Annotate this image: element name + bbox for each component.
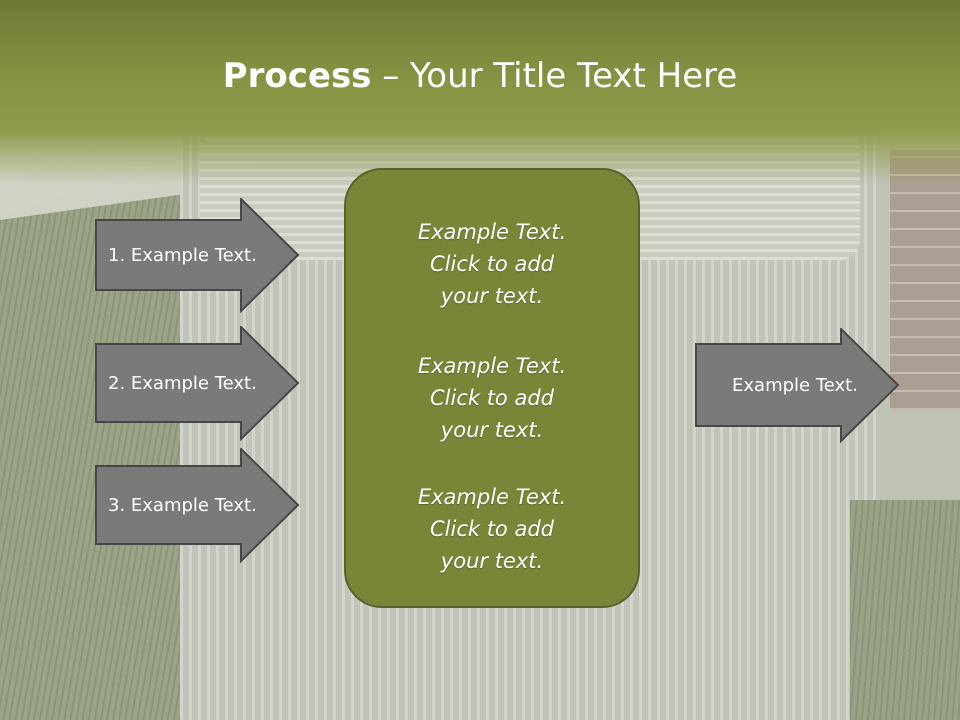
arrow-label: 3. Example Text.	[108, 495, 257, 516]
arrow-label: Example Text.	[732, 375, 858, 396]
title-band	[0, 0, 960, 185]
text-block-3: Example Text. Click to add your text.	[346, 481, 638, 577]
grass-right	[850, 500, 960, 720]
text-line: Example Text.	[417, 354, 567, 378]
text-line: Click to add	[429, 386, 554, 410]
process-arrow-1[interactable]: 1. Example Text.	[95, 198, 300, 313]
result-arrow[interactable]: Example Text.	[695, 328, 900, 443]
arrow-shape	[695, 328, 900, 443]
text-line: Click to add	[429, 517, 554, 541]
text-line: Click to add	[429, 252, 554, 276]
brick-wall	[890, 150, 960, 410]
text-block-1: Example Text. Click to add your text.	[346, 216, 638, 312]
text-block-2: Example Text. Click to add your text.	[346, 350, 638, 446]
text-line: Example Text.	[417, 485, 567, 509]
text-line: Example Text.	[417, 220, 567, 244]
arrow-label: 1. Example Text.	[108, 245, 257, 266]
center-text-box[interactable]: Example Text. Click to add your text. Ex…	[344, 168, 640, 608]
title-bold: Process	[222, 56, 372, 96]
slide-title[interactable]: Process – Your Title Text Here	[0, 54, 960, 98]
arrow-shape	[95, 326, 300, 441]
arrow-label: 2. Example Text.	[108, 373, 257, 394]
text-line: your text.	[440, 549, 544, 573]
arrow-shape	[95, 448, 300, 563]
process-arrow-2[interactable]: 2. Example Text.	[95, 326, 300, 441]
process-arrow-3[interactable]: 3. Example Text.	[95, 448, 300, 563]
text-line: your text.	[440, 284, 544, 308]
title-rest: – Your Title Text Here	[371, 56, 738, 96]
text-line: your text.	[440, 418, 544, 442]
arrow-shape	[95, 198, 300, 313]
